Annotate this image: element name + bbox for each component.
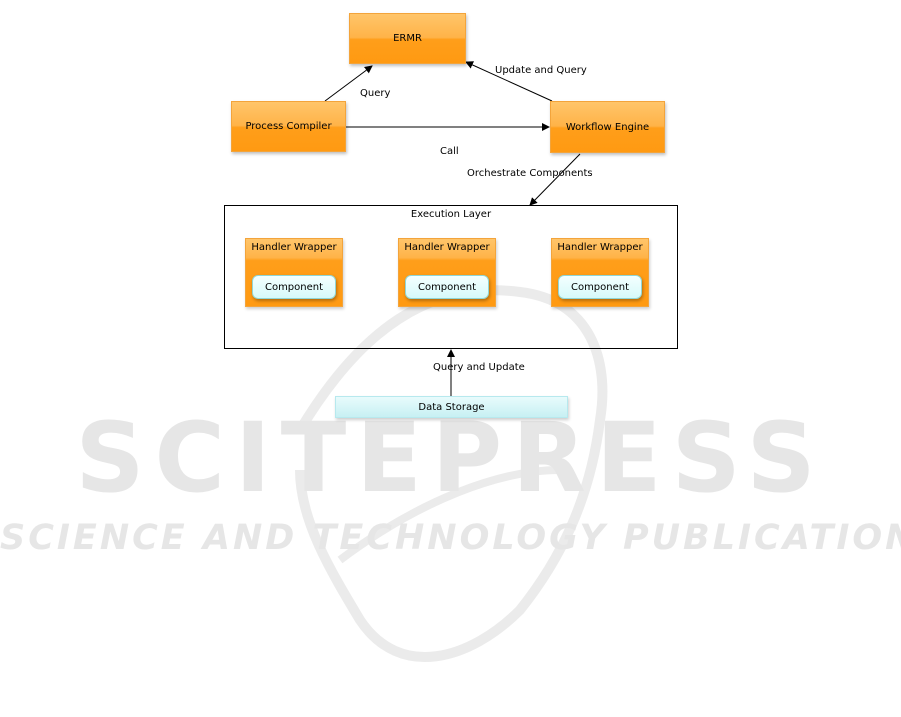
data-storage-node: Data Storage — [335, 396, 568, 418]
edge-label-query: Query — [360, 88, 390, 99]
component-node: Component — [405, 275, 489, 299]
ermr-label: ERMR — [393, 33, 422, 44]
execution-layer-label: Execution Layer — [225, 209, 677, 220]
edge-orchestrate — [530, 154, 580, 205]
component-label: Component — [418, 282, 476, 293]
edge-label-orchestrate: Orchestrate Components — [467, 168, 593, 179]
data-storage-label: Data Storage — [418, 402, 484, 413]
component-label: Component — [571, 282, 629, 293]
component-node: Component — [558, 275, 642, 299]
handler-wrapper-label: Handler Wrapper — [399, 242, 495, 253]
edge-label-query-and-update: Query and Update — [433, 362, 525, 373]
handler-wrapper: Handler Wrapper Component — [398, 238, 496, 307]
ermr-node: ERMR — [349, 13, 466, 64]
component-node: Component — [252, 275, 336, 299]
handler-wrapper-label: Handler Wrapper — [246, 242, 342, 253]
edge-label-call: Call — [440, 146, 459, 157]
handler-wrapper: Handler Wrapper Component — [551, 238, 649, 307]
edge-label-update-and-query: Update and Query — [495, 65, 587, 76]
process-compiler-label: Process Compiler — [245, 121, 331, 132]
handler-wrapper: Handler Wrapper Component — [245, 238, 343, 307]
workflow-engine-node: Workflow Engine — [550, 101, 665, 153]
component-label: Component — [265, 282, 323, 293]
workflow-engine-label: Workflow Engine — [566, 122, 649, 133]
process-compiler-node: Process Compiler — [231, 101, 346, 152]
handler-wrapper-label: Handler Wrapper — [552, 242, 648, 253]
